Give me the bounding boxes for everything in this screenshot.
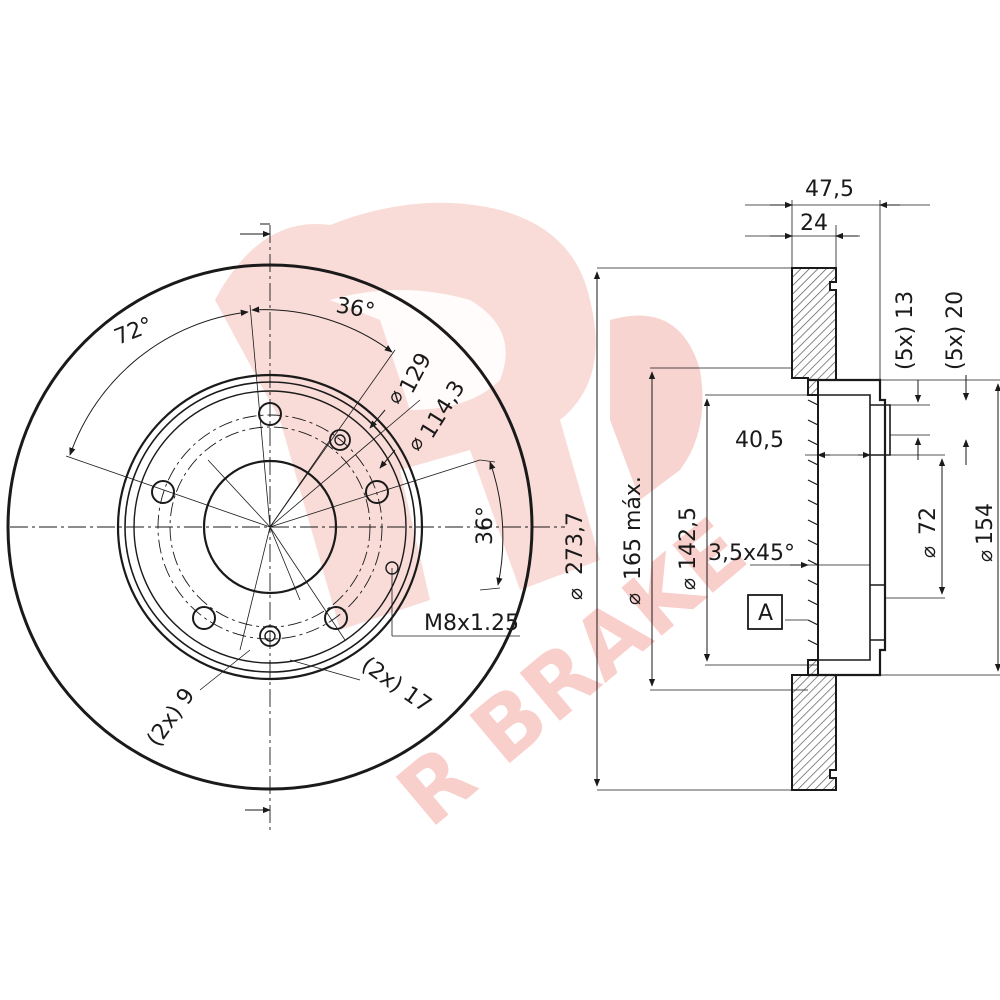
diameter-symbol: ⌀ [676,578,700,590]
hub-outline [808,378,887,677]
bolt-hole [365,480,389,504]
friction-ring-inner-2 [124,381,416,673]
small-hole-boss [259,625,281,647]
label-dia-154: 154 [973,503,998,545]
watermark-r-inner [330,290,506,410]
angle-36-right-arc [489,461,504,586]
side-view [593,200,1000,791]
label-hole-5x20: (5x) 20 [943,291,968,370]
small-hole [334,434,346,446]
label-overall-width: 47,5 [805,177,854,202]
bolt-hole [151,480,175,504]
label-hole-2x17: (2x) 17 [357,652,436,718]
pcd-129-circle [157,414,383,640]
diameter-symbol: ⌀ [621,593,645,605]
label-angle-72: 72° [111,313,157,351]
label-angle-36-right: 36° [473,506,498,545]
disc-section-lower [791,659,837,791]
bolt-hole [258,402,282,426]
pcd-114-circle [169,426,371,628]
hub-inner-face [818,394,871,661]
label-hole-5x13: (5x) 13 [893,291,918,370]
angle-72-arc [69,309,249,456]
datum-box [747,594,783,630]
front-view [6,223,565,830]
angle-36-top-arc [251,306,393,353]
label-datum: A [758,601,773,626]
bolt-hole-section-lower [870,584,886,641]
label-hole-2x9: (2x) 9 [142,684,200,752]
disc-section-upper [791,267,837,396]
disc-outer-edge [6,263,534,791]
vent-pattern [807,399,819,646]
label-dia-142: 142,5 [676,507,701,570]
bolt-hole-section [870,404,891,456]
watermark-swoosh [610,315,703,500]
hat-edge [133,390,407,664]
side-view-labels: 47,5 24 (5x) 13 (5x) 20 40,5 273,7 165 m… [563,177,998,626]
label-dia-72: 72 [916,507,941,535]
bolt-hole [192,606,216,630]
centre-bore [202,459,338,595]
label-disc-thickness: 24 [800,211,828,236]
watermark-r-shape [215,202,600,630]
label-hub-height: 40,5 [735,428,784,453]
bolt-hole [324,606,348,630]
diameter-symbol: ⌀ [563,588,587,600]
label-dia-165: 165 máx. [621,476,646,580]
label-thread: M8x1.25 [424,611,519,636]
dimension-lines [593,201,1000,787]
diameter-symbol: ⌀ [973,550,997,562]
small-hole [264,630,276,642]
diameter-symbol: ⌀ [916,546,940,558]
friction-ring-inner [116,373,424,681]
label-dia-273: 273,7 [563,512,588,575]
label-chamfer: 3,5x45° [708,541,795,566]
